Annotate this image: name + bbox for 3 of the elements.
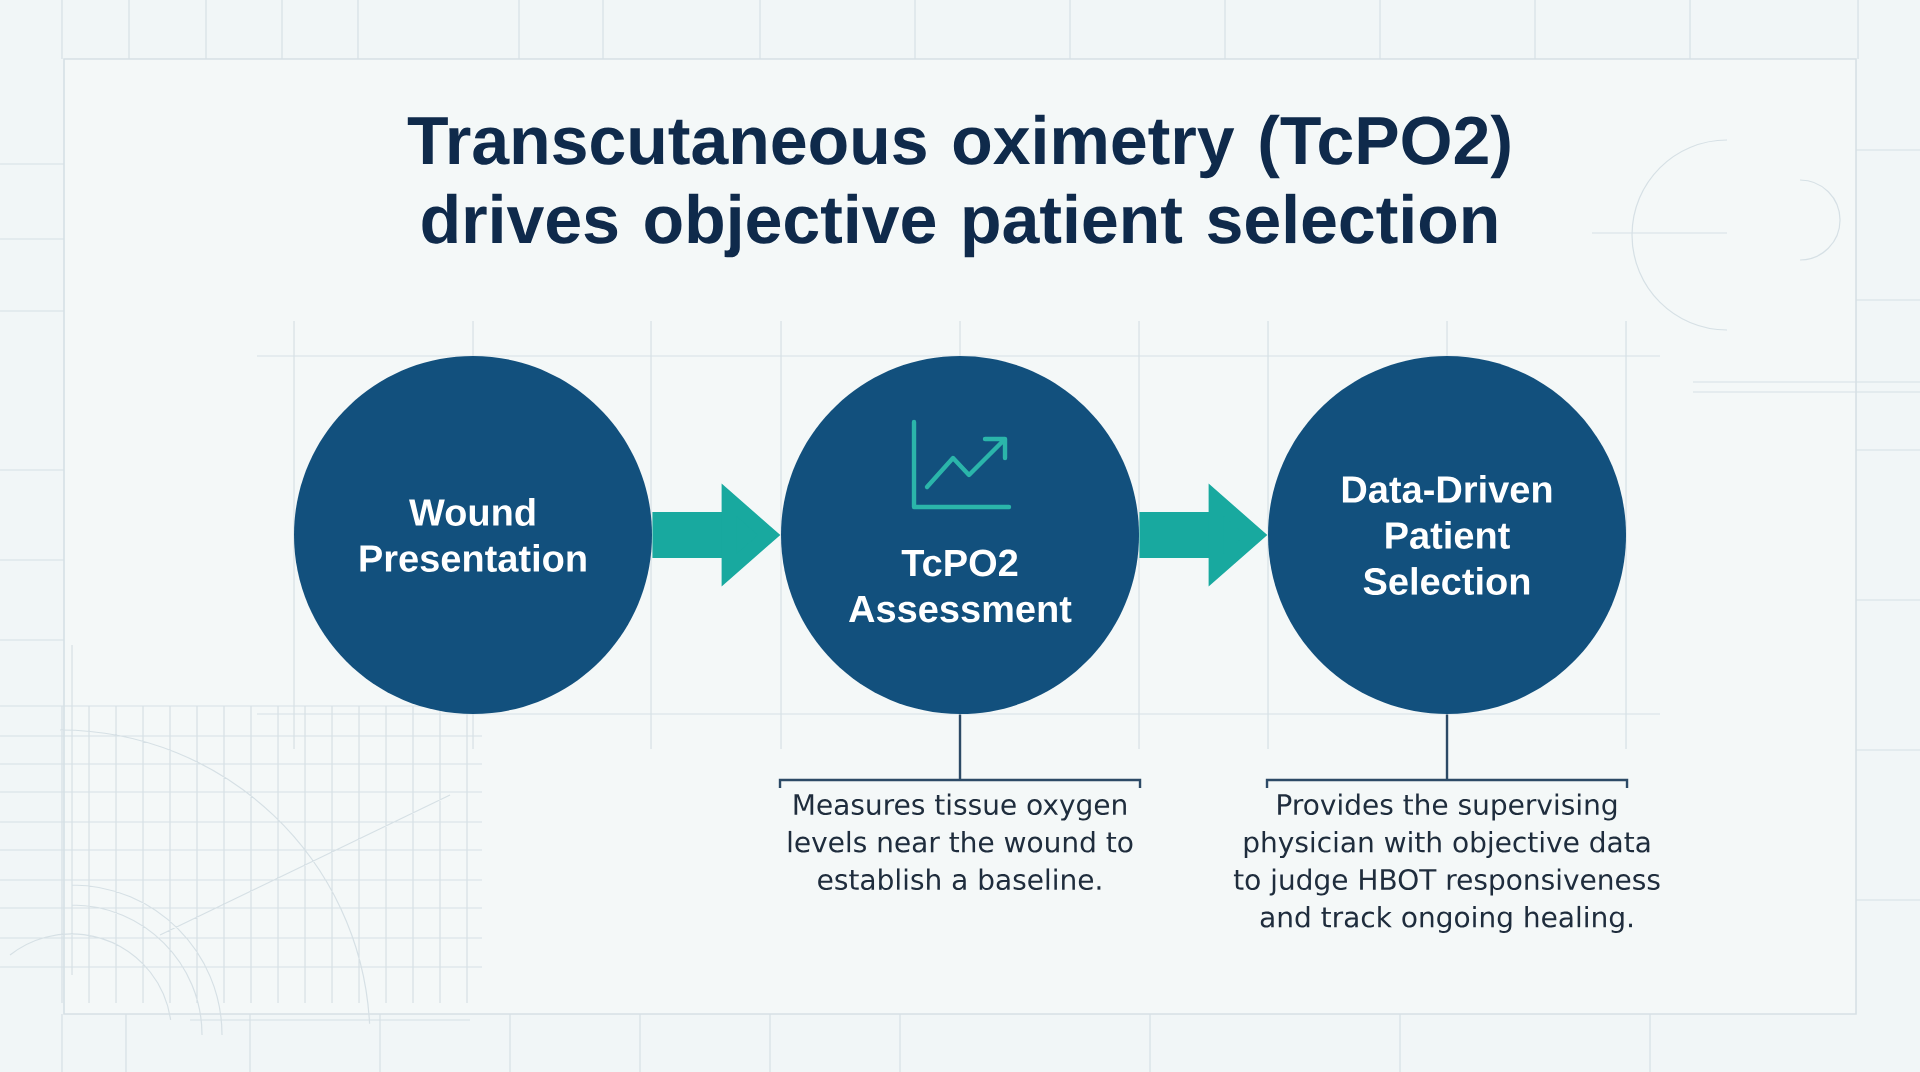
description-text: Provides the supervising physician with objective data to judge HBOT responsiveness and track ongoing healing.	[1233, 793, 1660, 933]
description-text: Measures tissue oxygen levels near the wound to establish a baseline.	[788, 793, 1133, 891]
title: Transcutaneous oximetry (TcPO2) drives objective patient selection	[407, 114, 1510, 258]
